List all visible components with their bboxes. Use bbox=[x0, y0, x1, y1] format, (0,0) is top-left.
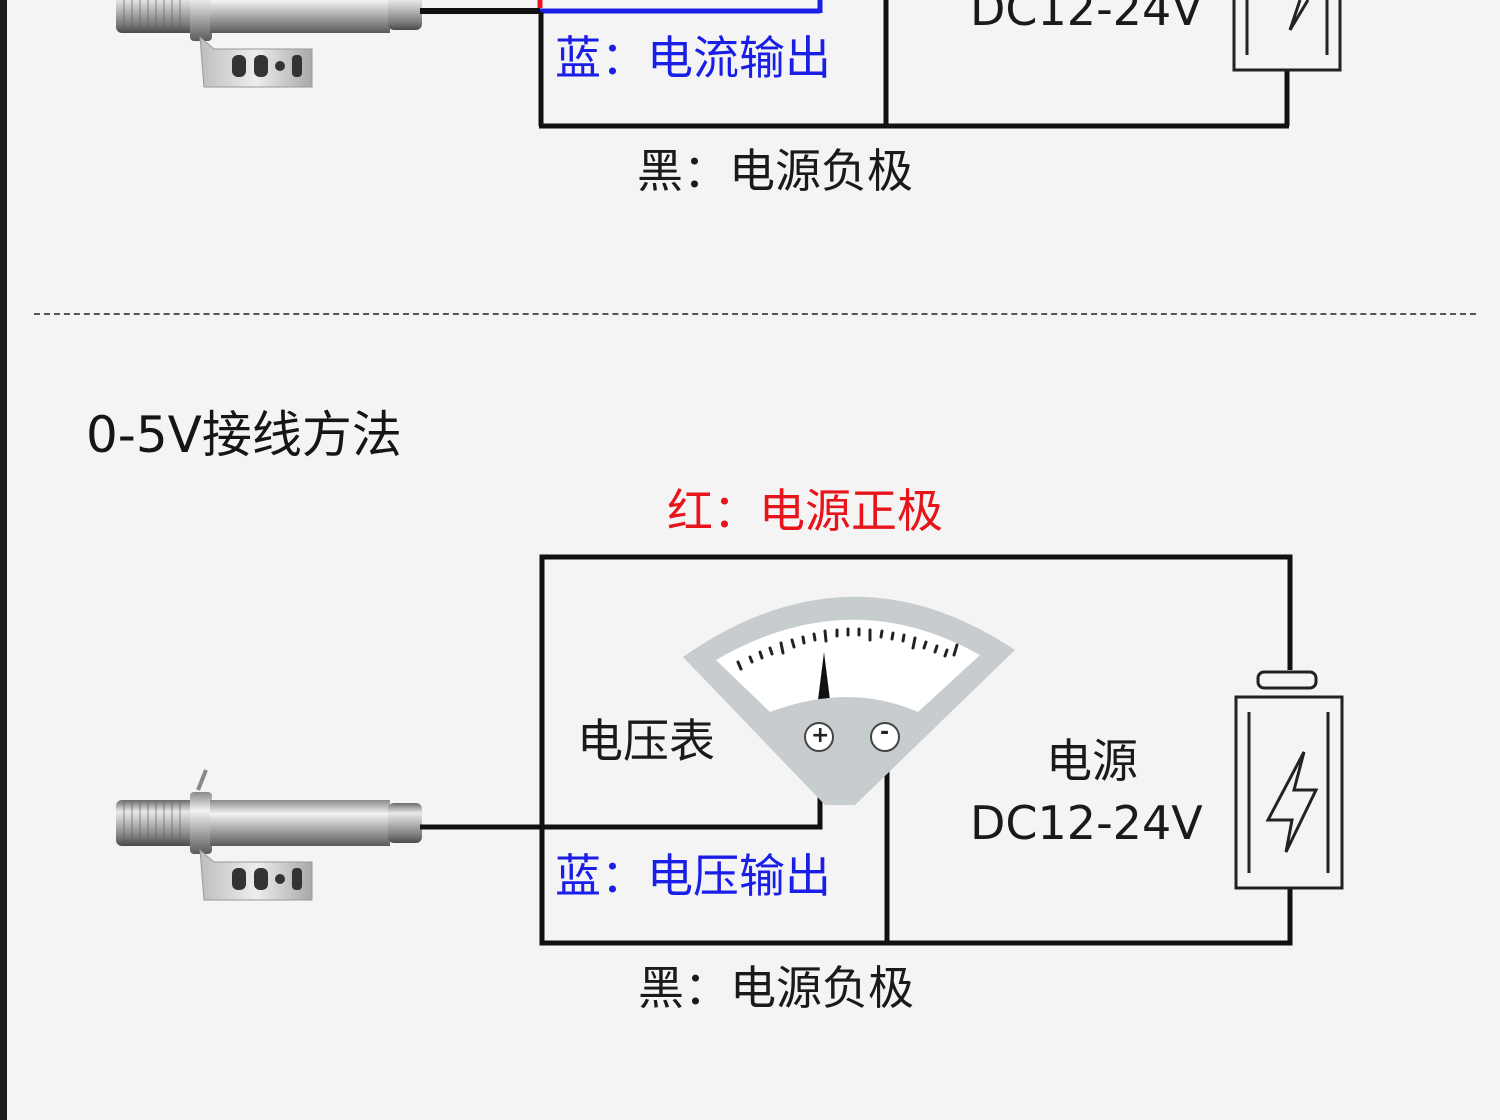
meter-plus-terminal bbox=[804, 722, 834, 752]
top-power-label: DC12-24V bbox=[970, 0, 1203, 36]
section-title: 0-5V接线方法 bbox=[86, 406, 402, 464]
power-label: 电源 bbox=[1046, 734, 1138, 788]
voltmeter-label: 电压表 bbox=[577, 714, 715, 768]
meter-minus-sign: - bbox=[880, 720, 890, 745]
meter-plus-sign: + bbox=[811, 723, 830, 748]
red-label: 红：电源正极 bbox=[667, 484, 943, 538]
power-voltage-label: DC12-24V bbox=[970, 796, 1203, 850]
top-blue-label: 蓝：电流输出 bbox=[555, 31, 831, 85]
meter-minus-terminal bbox=[870, 722, 900, 752]
top-black-label: 黑：电源负极 bbox=[637, 144, 913, 198]
battery-lightning-icon bbox=[1234, 670, 1344, 890]
bottom-sensor bbox=[116, 769, 422, 901]
section-divider bbox=[34, 313, 1476, 315]
top-sensor bbox=[116, 0, 422, 88]
blue-label: 蓝：电压输出 bbox=[555, 849, 831, 903]
power-positive-wire bbox=[539, 554, 1293, 830]
meter-needle bbox=[818, 652, 830, 700]
bottom-circuit-wires bbox=[420, 554, 1293, 946]
top-battery-icon bbox=[1232, 0, 1342, 72]
black-label: 黑：电源负极 bbox=[638, 961, 914, 1015]
voltmeter-gauge bbox=[683, 596, 1015, 805]
left-border bbox=[0, 0, 7, 1120]
